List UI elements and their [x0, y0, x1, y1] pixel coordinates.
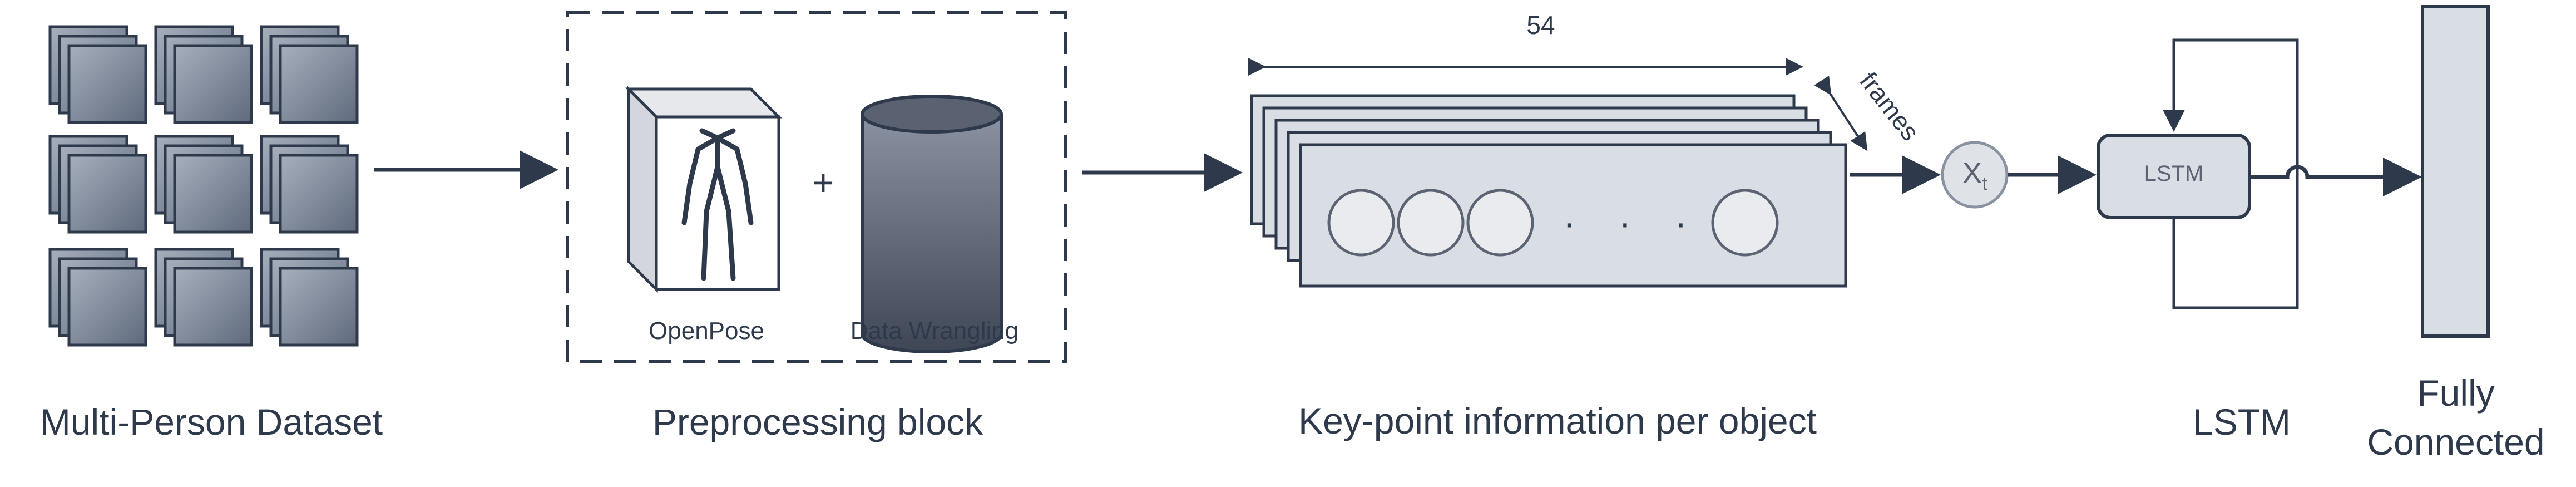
dataset-image-tile: [279, 267, 359, 347]
keypoint-circle: [1397, 189, 1465, 257]
keypoint-circle: [1711, 189, 1779, 257]
fully-connected-label-line2: Connected: [2367, 421, 2545, 463]
dataset-image-stack: [260, 135, 359, 234]
dataset-image-stack: [260, 25, 359, 124]
dataset-image-stack: [48, 25, 147, 124]
dataset-image-stack: [48, 248, 147, 347]
preprocessing-label: Preprocessing block: [652, 401, 983, 442]
keypoint-frame-stack: [1250, 94, 1847, 288]
dataset-image-stack: [154, 135, 253, 234]
keypoint-circle: [1466, 189, 1534, 257]
dataset-image-grid: [48, 25, 359, 347]
fully-connected-label-line1: Fully: [2417, 372, 2495, 414]
input-node-circle: [1941, 141, 2009, 209]
plus-sign: +: [812, 162, 834, 203]
dataset-label: Multi-Person Dataset: [39, 401, 383, 442]
input-node-subscript: t: [1982, 173, 1987, 194]
data-wrangling-label: Data Wrangling: [850, 317, 1019, 345]
lstm-recurrence-loop: [2163, 38, 2299, 309]
keypoint-circle: [1327, 189, 1395, 257]
fully-connected-layer: [2421, 5, 2490, 338]
lstm-cell-label: LSTM: [2144, 161, 2204, 186]
depth-dimension-arrow: [1814, 75, 1868, 151]
dataset-image-stack: [48, 135, 147, 234]
lstm-stage-label: LSTM: [2192, 401, 2291, 442]
dataset-image-tile: [173, 267, 253, 347]
dataset-image-stack: [154, 248, 253, 347]
database-cylinder-icon: [861, 95, 1003, 353]
openpose-label: OpenPose: [649, 317, 764, 345]
dataset-image-stack: [260, 248, 359, 347]
input-node-label: Xt: [1941, 156, 2008, 194]
input-node-symbol: X: [1962, 156, 1982, 190]
dataset-image-tile: [67, 154, 147, 234]
arrow-lstm-to-fully-connected: [2249, 158, 2422, 196]
dataset-image-tile: [173, 154, 253, 234]
dataset-image-tile: [173, 44, 253, 124]
dataset-image-stack: [154, 25, 253, 124]
width-dimension-label: 54: [1526, 11, 1555, 40]
keypoints-label: Key-point information per object: [1298, 400, 1817, 441]
dataset-image-tile: [67, 44, 147, 124]
dataset-image-tile: [67, 267, 147, 347]
dataset-image-tile: [279, 154, 359, 234]
dataset-image-tile: [279, 44, 359, 124]
keypoint-ellipsis: · · ·: [1563, 202, 1704, 243]
openpose-icon: [625, 85, 783, 293]
preprocessing-block-frame: [566, 11, 1067, 363]
keypoint-circles: [1327, 189, 1779, 257]
